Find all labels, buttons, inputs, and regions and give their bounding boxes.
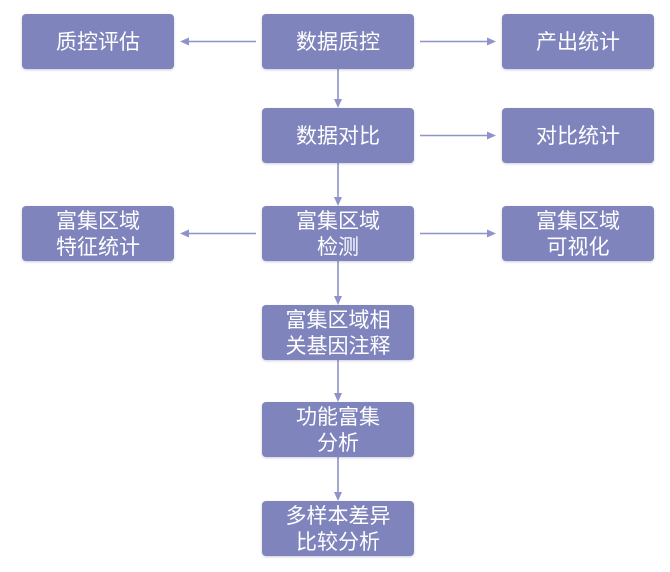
arrow-enriched-detection-to-enriched-visualization: [420, 229, 496, 238]
node-functional-enrichment: 功能富集 分析: [262, 402, 414, 457]
arrow-data-qc-to-output-stats: [420, 37, 496, 46]
arrow-data-alignment-to-alignment-stats: [420, 131, 496, 140]
node-enriched-detection: 富集区域 检测: [262, 206, 414, 261]
arrow-functional-enrichment-to-differential-comparison: [334, 457, 342, 501]
arrow-data-alignment-to-enriched-detection: [334, 163, 342, 206]
node-qc-assessment: 质控评估: [22, 14, 174, 69]
node-enriched-feature-stats: 富集区域 特征统计: [22, 206, 174, 261]
node-differential-comparison: 多样本差异 比较分析: [262, 501, 414, 556]
arrow-enriched-detection-to-enriched-feature-stats: [180, 229, 256, 238]
node-data-qc: 数据质控: [262, 14, 414, 69]
node-alignment-stats: 对比统计: [502, 108, 654, 163]
node-data-alignment: 数据对比: [262, 108, 414, 163]
arrow-gene-annotation-to-functional-enrichment: [334, 360, 342, 402]
arrow-enriched-detection-to-gene-annotation: [334, 261, 342, 305]
node-gene-annotation: 富集区域相 关基因注释: [262, 305, 414, 360]
arrow-data-qc-to-data-alignment: [334, 69, 342, 108]
arrow-data-qc-to-qc-assessment: [180, 37, 256, 46]
node-enriched-visualization: 富集区域 可视化: [502, 206, 654, 261]
node-output-stats: 产出统计: [502, 14, 654, 69]
